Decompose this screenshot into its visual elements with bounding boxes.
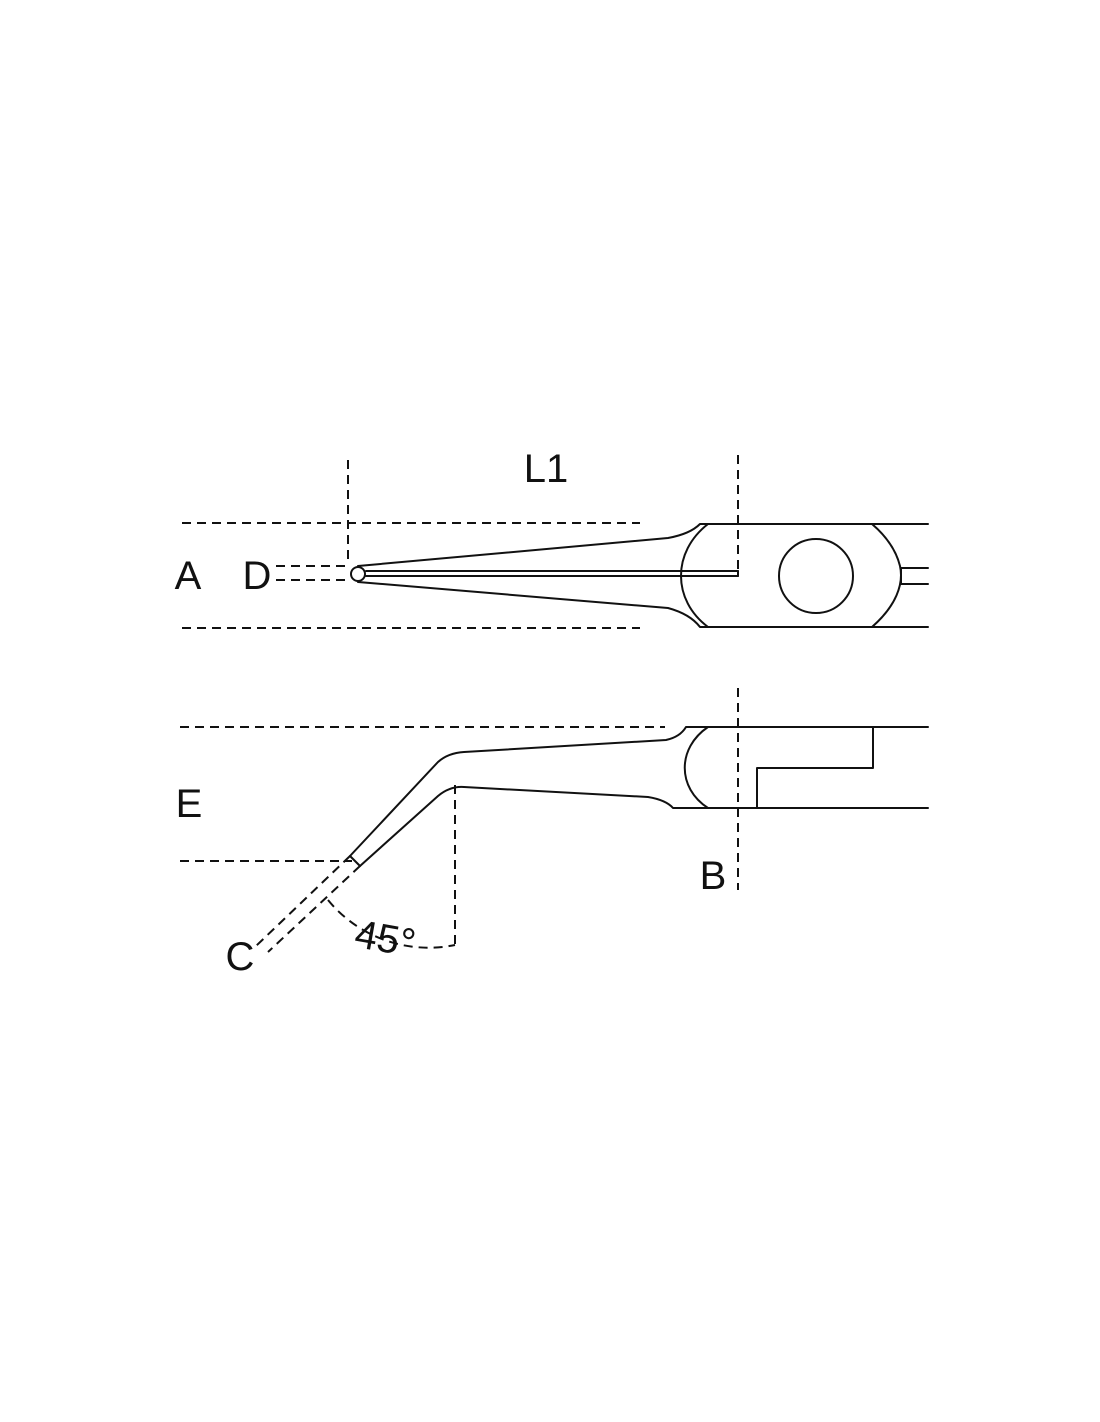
side-handle-step (756, 726, 874, 809)
labels: L1 A D E B C 45° (175, 447, 727, 979)
side-joint-arc (683, 726, 709, 809)
dim-c-line-outer (255, 855, 351, 947)
top-view (182, 455, 929, 629)
label-d: D (243, 554, 272, 598)
joint-right-arc (871, 523, 902, 628)
label-e: E (176, 782, 203, 826)
label-l1: L1 (524, 447, 569, 491)
label-a: A (175, 554, 202, 598)
side-jaw-upper-edge (349, 726, 929, 857)
side-view (180, 688, 929, 953)
joint-left-arc (680, 523, 709, 628)
dim-c-line-inner (267, 865, 361, 953)
side-jaw-lower-edge (359, 785, 929, 867)
label-c: C (226, 935, 255, 979)
label-angle: 45° (352, 912, 419, 966)
top-jaw-upper-edge (357, 523, 929, 567)
top-jaw-lower-edge (357, 581, 929, 628)
jaw-tip-circle (350, 566, 366, 582)
handle-slot (900, 567, 929, 585)
label-b: B (700, 854, 727, 898)
angle-arc (327, 899, 456, 949)
pivot-circle (778, 538, 854, 614)
side-jaw-tip-end (349, 855, 361, 867)
